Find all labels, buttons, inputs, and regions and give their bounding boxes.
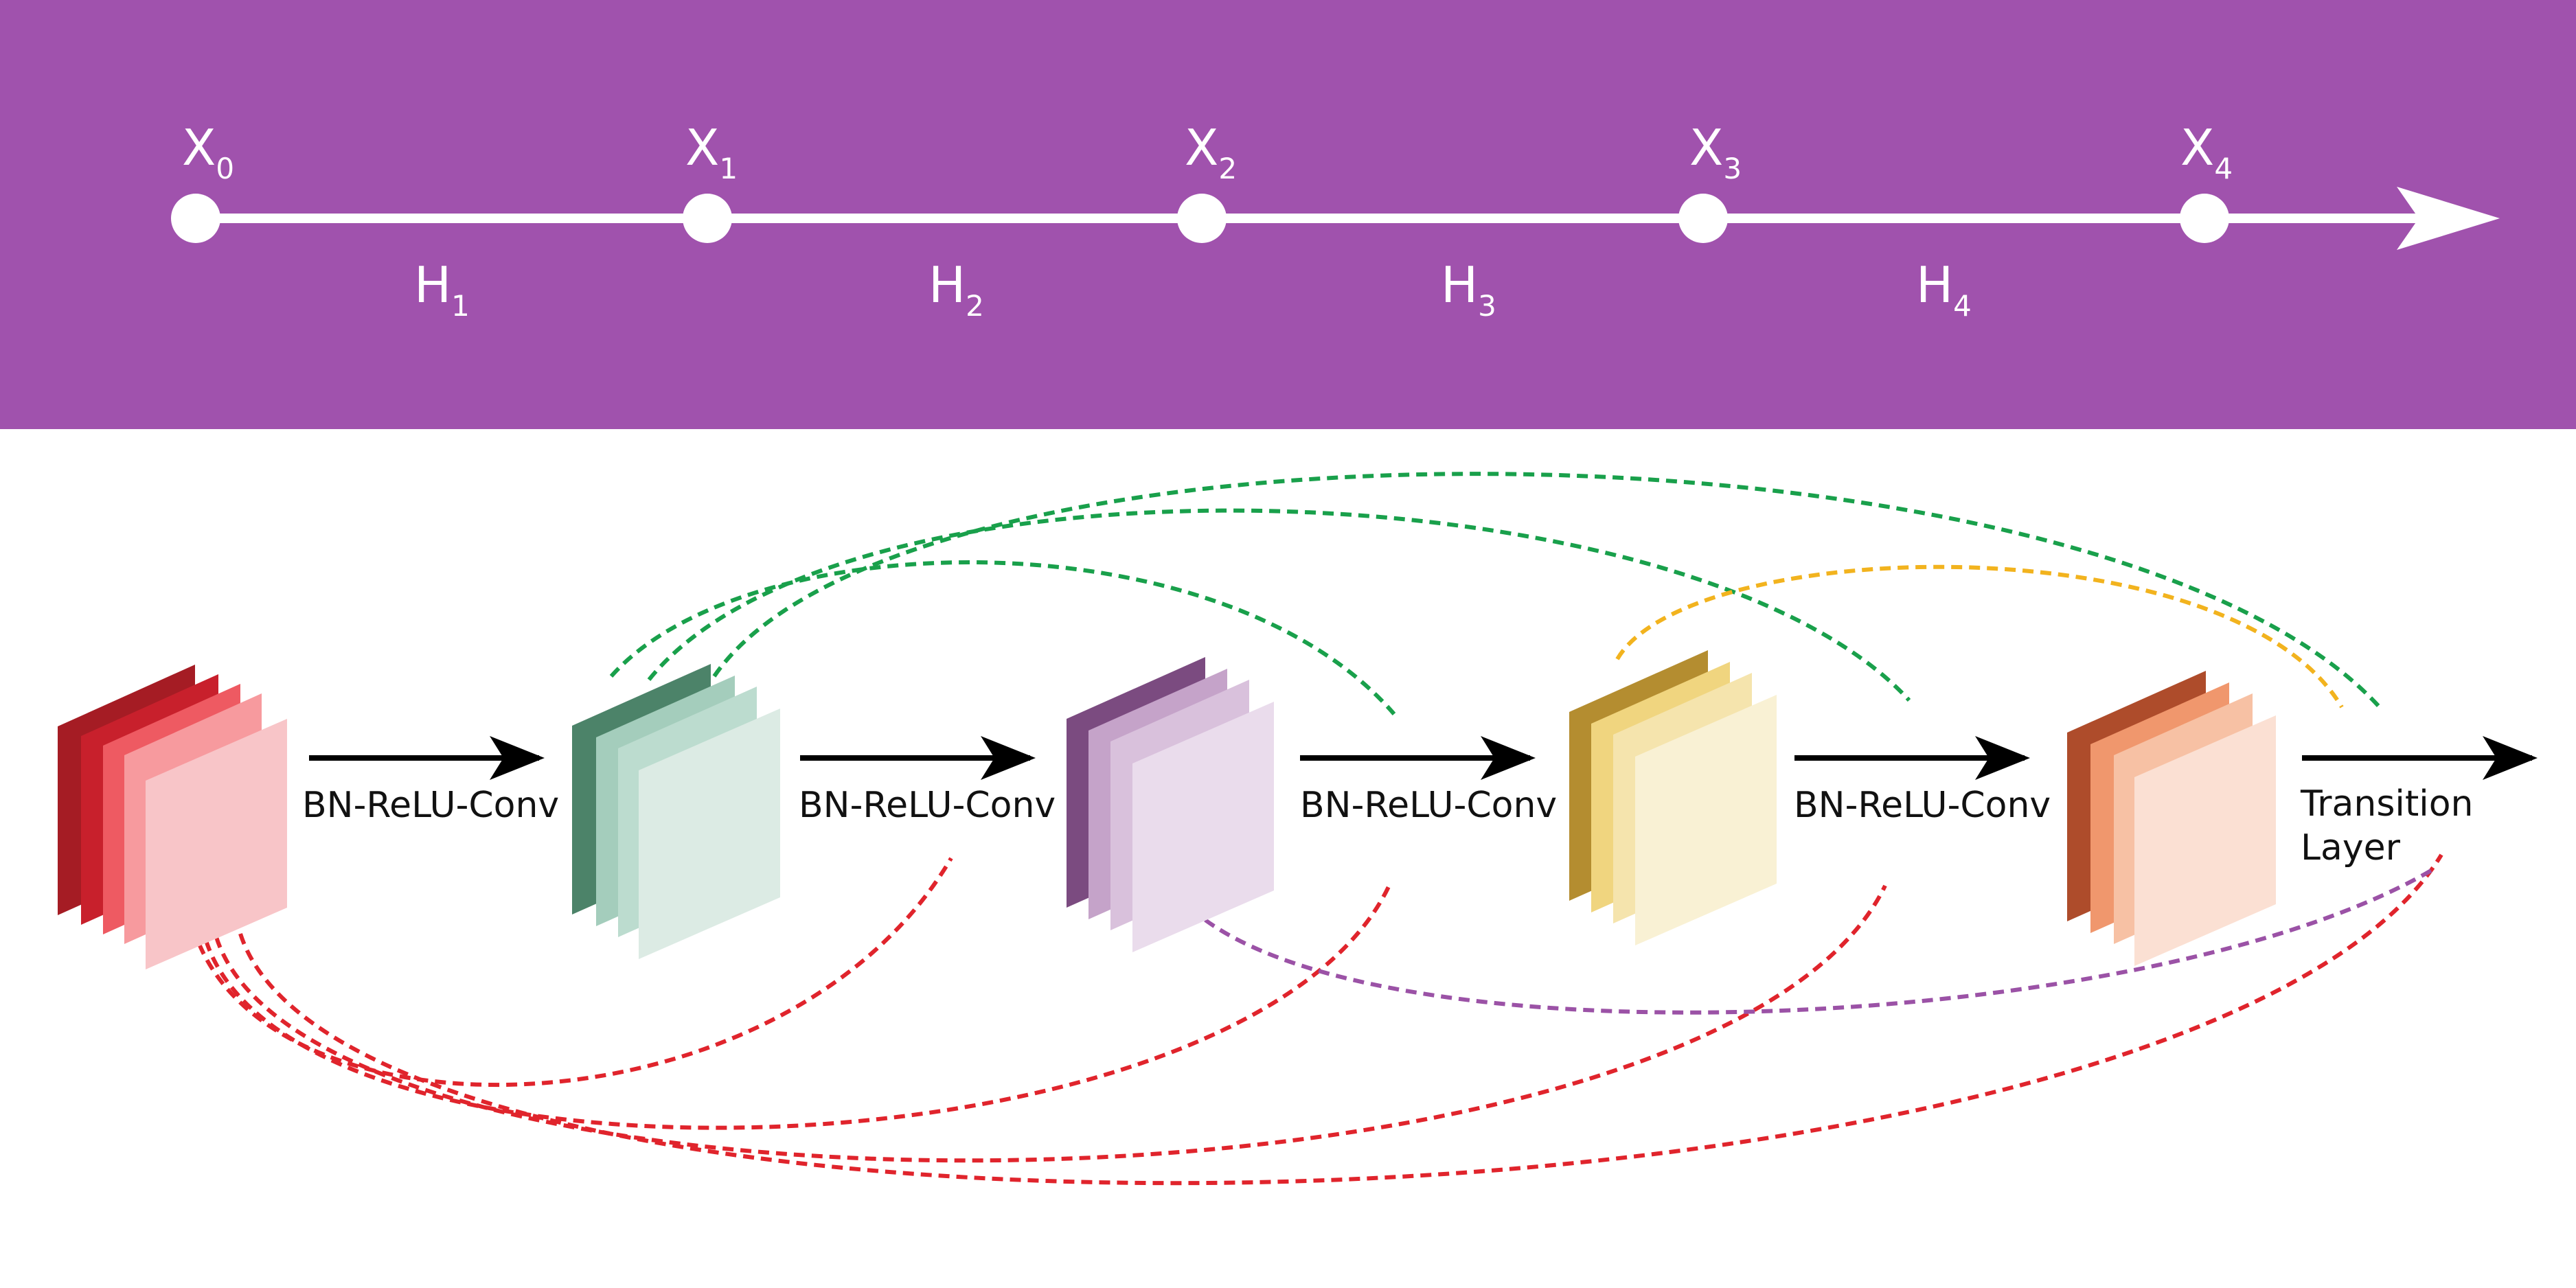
feature-map-layer — [639, 709, 780, 959]
feature-map-layer — [2134, 715, 2276, 966]
dense-block-graph: BN-ReLU-Conv BN-ReLU-Conv BN-ReLU-Conv B… — [58, 472, 2538, 1186]
node-x3 — [1678, 194, 1728, 243]
red-connection-to-transition — [238, 853, 2443, 1186]
red-connection-to-block-1 — [197, 857, 953, 1088]
feature-map-stack-2 — [1067, 657, 1274, 952]
node-label-x4: X4 — [2180, 119, 2233, 185]
feature-map-stack-3 — [1569, 650, 1777, 945]
feature-map-stack-4 — [2067, 671, 2276, 966]
skip-connections — [197, 472, 2443, 1186]
edge-label-h1: H1 — [414, 256, 470, 323]
node-label-x3: X3 — [1689, 119, 1742, 185]
purple-connection-to-transition — [1204, 866, 2436, 1015]
node-x1 — [683, 194, 732, 243]
node-x0 — [171, 194, 220, 243]
green-connection-to-block-3 — [647, 508, 1911, 702]
green-connection-to-transition — [712, 472, 2382, 709]
feature-map-layer — [1132, 702, 1274, 952]
red-connection-to-block-3 — [214, 884, 1887, 1163]
sequence-banner: X0 X1 X2 X3 X4 H1 H2 H3 H4 — [0, 0, 2576, 429]
transition-layer-label: Transition Layer — [2300, 783, 2485, 869]
edge-label-h3: H3 — [1441, 256, 1496, 323]
operation-label-2: BN-ReLU-Conv — [799, 785, 1056, 826]
yellow-connection-to-transition — [1615, 564, 2344, 709]
node-label-x1: X1 — [685, 119, 738, 185]
node-label-x0: X0 — [182, 119, 234, 185]
feature-map-layer — [146, 719, 287, 969]
operation-label-4: BN-ReLU-Conv — [1794, 785, 2051, 826]
sequence-graph: X0 X1 X2 X3 X4 H1 H2 H3 H4 — [0, 0, 2576, 429]
red-connection-to-block-2 — [204, 881, 1393, 1130]
node-x4 — [2180, 194, 2229, 243]
operation-label-3: BN-ReLU-Conv — [1300, 785, 1557, 826]
axis-arrowhead-icon — [2397, 187, 2500, 250]
node-label-x2: X2 — [1185, 119, 1237, 185]
feature-map-layer — [1635, 695, 1777, 945]
edge-label-h2: H2 — [928, 256, 984, 323]
dense-block-diagram: BN-ReLU-Conv BN-ReLU-Conv BN-ReLU-Conv B… — [0, 429, 2576, 1288]
node-x2 — [1177, 194, 1227, 243]
edge-label-h4: H4 — [1916, 256, 1972, 323]
feature-map-stack-0 — [58, 665, 287, 969]
feature-map-stack-1 — [572, 664, 780, 959]
operation-label-1: BN-ReLU-Conv — [302, 785, 559, 826]
